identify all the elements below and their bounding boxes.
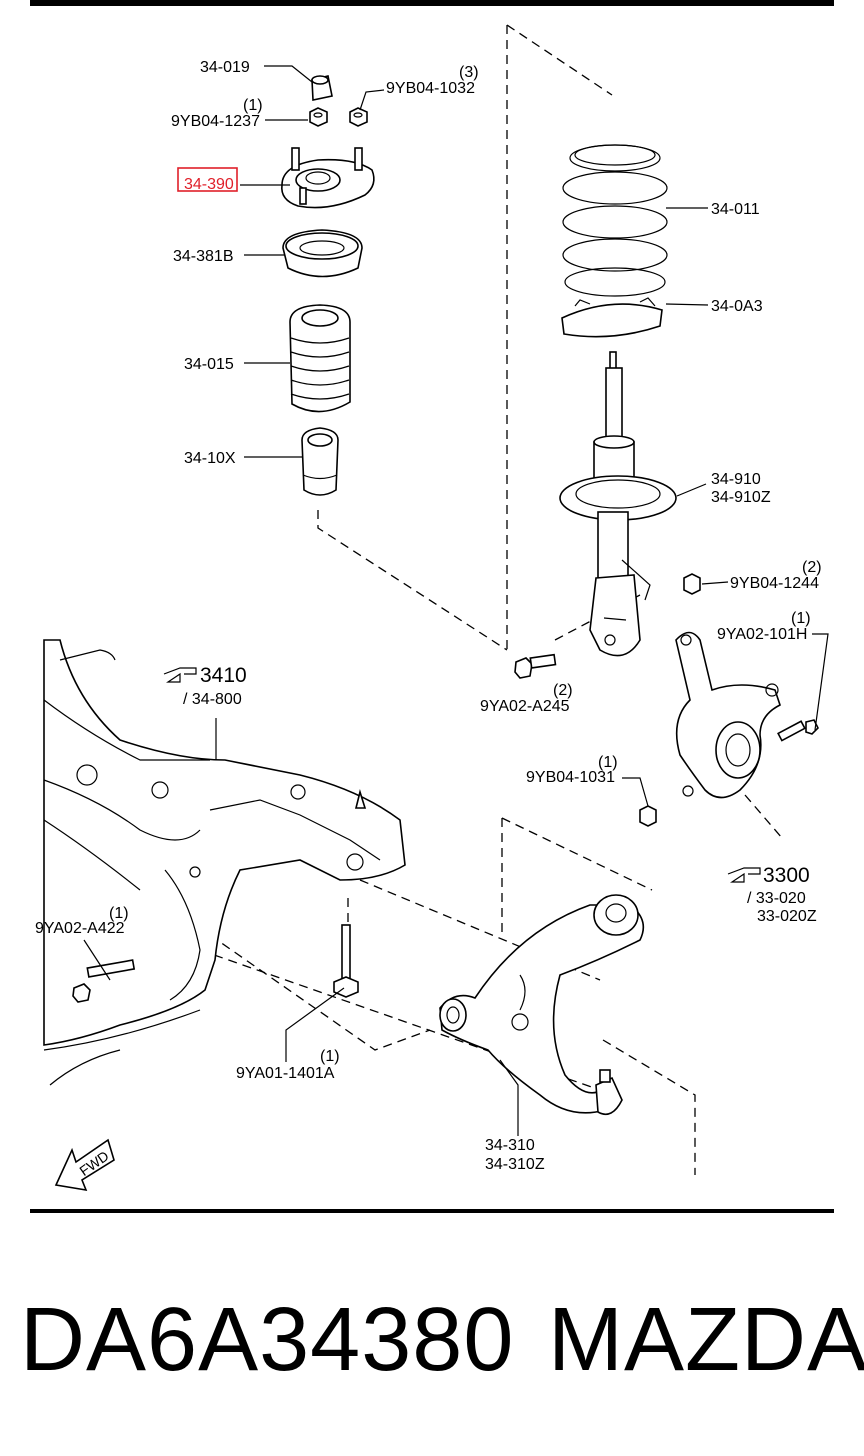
pointing-hand-icon	[163, 667, 197, 683]
label-9yb04-1032-qty: (3)	[459, 64, 479, 81]
label-9ya02-a245-qty: (2)	[553, 682, 573, 699]
strut-assembly	[559, 351, 677, 657]
strut-bearing	[282, 229, 363, 278]
label-9yb04-1031: 9YB04-1031	[526, 769, 615, 786]
highlight-box-34-390	[177, 167, 238, 192]
dust-boot	[289, 304, 351, 413]
label-9ya02-a245: 9YA02-A245	[480, 698, 570, 715]
coil-spring	[562, 144, 668, 297]
label-34-910: 34-910	[711, 471, 761, 488]
label-9ya02-101h: 9YA02-101H	[717, 626, 807, 643]
brand-name: MAZDA	[548, 1290, 864, 1390]
nut-1244	[683, 573, 701, 595]
label-34-011: 34-011	[711, 201, 760, 218]
pointing-hand-icon	[727, 867, 761, 883]
label-34-390: 34-390	[184, 176, 234, 193]
label-9yb04-1244-qty: (2)	[802, 559, 822, 576]
bump-stop	[301, 427, 339, 496]
label-9yb04-1031-qty: (1)	[598, 754, 618, 771]
label-9ya01-1401a-qty: (1)	[320, 1048, 340, 1065]
nut-1031	[639, 805, 657, 827]
label-9ya02-a422: 9YA02-A422	[35, 920, 125, 937]
leader-lines	[83, 65, 829, 1136]
label-34-019: 34-019	[200, 59, 250, 76]
label-9ya02-101h-qty: (1)	[791, 610, 811, 627]
lower-control-arm	[439, 894, 645, 1116]
part-number: DA6A34380	[20, 1290, 515, 1390]
ref-3300-sub1: / 33-020	[747, 890, 806, 907]
front-subframe	[43, 639, 406, 1086]
label-34-910z: 34-910Z	[711, 489, 771, 506]
label-9yb04-1237-qty: (1)	[243, 97, 263, 114]
top-rule	[30, 0, 834, 6]
ref-3300-number: 3300	[763, 864, 810, 887]
ref-3410-number: 3410	[200, 664, 247, 687]
ref-3410-sub: / 34-800	[183, 691, 242, 708]
fwd-arrow	[54, 1138, 115, 1192]
label-9yb04-1032: 9YB04-1032	[386, 80, 475, 97]
label-34-310: 34-310	[485, 1137, 535, 1154]
bump-stop-cap	[311, 75, 333, 101]
label-9ya02-a422-qty: (1)	[109, 905, 129, 922]
label-9ya01-1401a: 9YA01-1401A	[236, 1065, 335, 1082]
label-9yb04-1244: 9YB04-1244	[730, 575, 819, 592]
bolt-1401a	[333, 924, 359, 998]
label-34-0a3: 34-0A3	[711, 298, 763, 315]
label-34-381b: 34-381B	[173, 248, 234, 265]
label-9yb04-1237: 9YB04-1237	[171, 113, 260, 130]
bolt-101h	[777, 719, 819, 742]
steering-knuckle	[675, 631, 781, 799]
footer: DA6A34380 MAZDA	[0, 1290, 864, 1400]
label-34-015: 34-015	[184, 356, 234, 373]
bottom-rule	[30, 1209, 834, 1213]
spring-seat	[561, 297, 663, 338]
ref-3410: 3410 / 34-800	[163, 664, 247, 708]
label-34-10x: 34-10X	[184, 450, 236, 467]
ref-3300-sub2: 33-020Z	[757, 908, 817, 925]
strut-mount	[281, 147, 375, 209]
nut-1032	[349, 107, 368, 127]
bolt-a245	[514, 653, 557, 679]
label-34-310z: 34-310Z	[485, 1156, 545, 1173]
nut-1237	[309, 107, 328, 127]
bolt-a422	[72, 959, 136, 1003]
ref-3300: 3300 / 33-020 33-020Z	[727, 864, 817, 925]
